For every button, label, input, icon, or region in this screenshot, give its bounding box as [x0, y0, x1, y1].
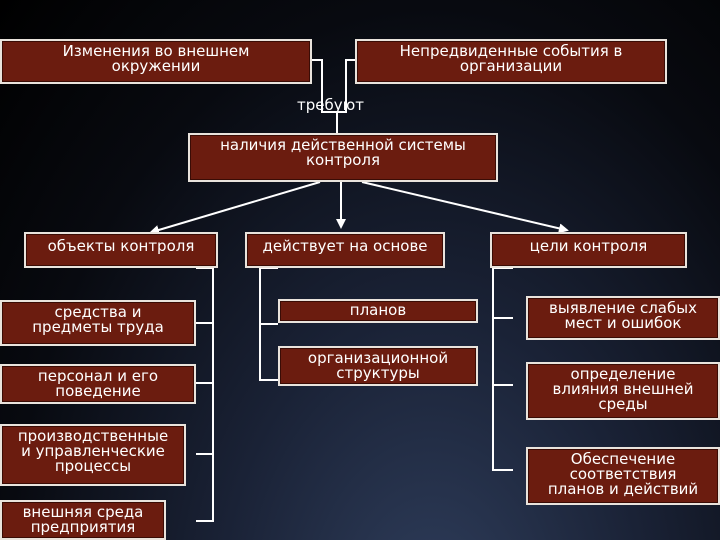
box-unforeseen-events: Непредвиденные события в организации: [355, 39, 667, 84]
item-means-of-labor: средства и предметы труда: [0, 300, 196, 346]
item-plan-compliance: Обеспечение соответствия планов и действ…: [526, 447, 720, 505]
header-based-on: действует на основе: [245, 232, 445, 268]
item-plans: планов: [278, 299, 478, 323]
arrow-left: [149, 181, 321, 235]
line-top-left: [312, 59, 337, 113]
header-control-goals: цели контроля: [490, 232, 687, 268]
line-top-right: [337, 59, 356, 113]
arrow-right: [361, 181, 569, 234]
bracket-basis: [259, 267, 278, 381]
item-processes: производственные и управленческие процес…: [0, 424, 186, 486]
bracket-objects: [196, 267, 214, 522]
box-control-system: наличия действенной системы контроля: [188, 133, 498, 182]
box-external-changes: Изменения во внешнем окружении: [0, 39, 312, 84]
bracket-goals: [492, 267, 513, 471]
label-require: требуют: [297, 96, 364, 114]
item-weak-points: выявление слабых мест и ошибок: [526, 296, 720, 340]
item-org-structure: организационной структуры: [278, 346, 478, 386]
item-external-influence: определение влияния внешней среды: [526, 362, 720, 420]
header-control-objects: объекты контроля: [24, 232, 218, 268]
item-external-environment: внешняя среда предприятия: [0, 500, 166, 540]
item-personnel: персонал и его поведение: [0, 364, 196, 404]
